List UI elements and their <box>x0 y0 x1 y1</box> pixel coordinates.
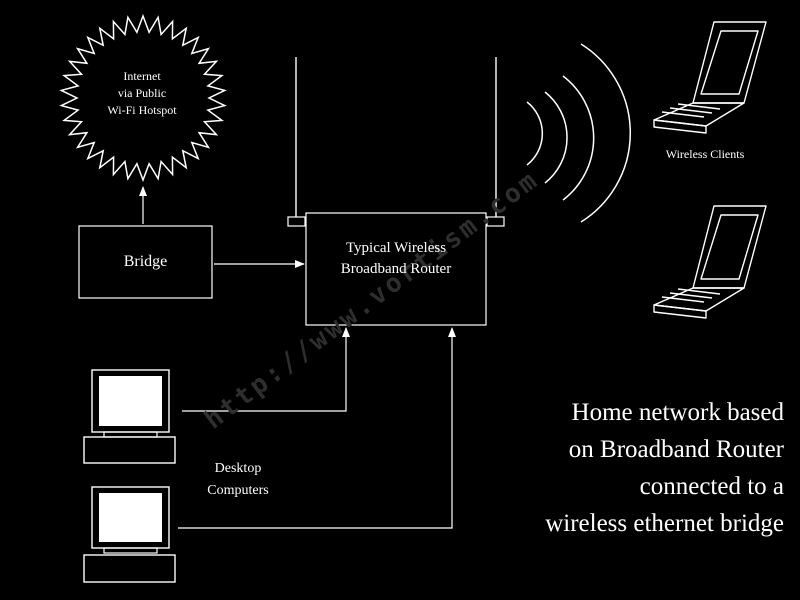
wireless-clients-label: Wireless Clients <box>665 147 745 161</box>
desktop1-to-router-arrow <box>182 327 350 412</box>
router-antenna-base-left <box>287 216 306 227</box>
diagram-caption: Home network based on Broadband Router c… <box>545 394 784 542</box>
laptop-icon <box>653 21 767 134</box>
router-antenna-base-right <box>486 216 505 227</box>
desktop-label-line: Desktop <box>214 461 262 476</box>
bridge-box <box>78 225 213 299</box>
desktop-computers-label: Desktop Computers <box>190 458 286 502</box>
desktop-computer-icon <box>83 486 176 583</box>
router-label-line: Broadband Router <box>340 261 452 277</box>
caption-line: on Broadband Router <box>568 436 784 463</box>
router <box>287 57 505 326</box>
router-label-line: Typical Wireless <box>345 240 447 256</box>
caption-line: Home network based <box>571 399 784 426</box>
internet-label-line: via Public <box>117 86 167 100</box>
desktop-computer-icon <box>83 369 176 464</box>
internet-label-line: Wi-Fi Hotspot <box>107 103 177 117</box>
desktop-label-line: Computers <box>207 483 269 498</box>
router-label: Typical Wireless Broadband Router <box>306 238 486 280</box>
router-box <box>305 212 487 326</box>
bridge-label: Bridge <box>123 253 168 270</box>
caption-line: wireless ethernet bridge <box>545 510 784 537</box>
wireless-signal-icon <box>526 43 631 223</box>
laptop-icon <box>653 205 767 319</box>
internet-label-line: Internet <box>123 69 161 83</box>
desktop2-to-router-arrow <box>178 327 456 529</box>
internet-cloud-burst <box>59 13 227 183</box>
caption-line: connected to a <box>639 473 784 500</box>
internet-label: Internet via Public Wi-Fi Hotspot <box>92 68 192 119</box>
